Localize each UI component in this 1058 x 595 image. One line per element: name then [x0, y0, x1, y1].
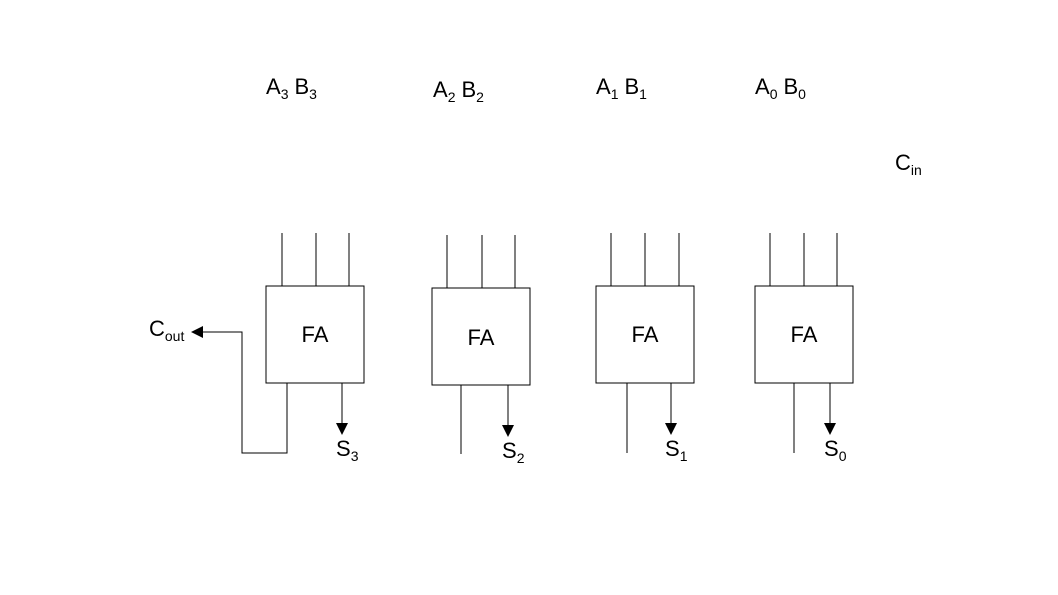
- b2-main: B: [461, 77, 477, 102]
- b2-sub: 2: [476, 89, 484, 105]
- a2-sub: 2: [447, 89, 456, 105]
- carry-out-wire: [191, 326, 288, 454]
- fa-3-label: FA: [301, 322, 329, 347]
- s2-main: S: [502, 438, 517, 463]
- cin-sub: in: [910, 162, 922, 178]
- b1-main: B: [624, 74, 640, 99]
- b3-main: B: [294, 74, 310, 99]
- a0-sub: 0: [769, 86, 778, 102]
- a2-main: A: [433, 77, 448, 102]
- fa-2-label: FA: [467, 325, 495, 350]
- carry-out-label: Cout: [149, 316, 184, 344]
- cin-main: C: [895, 150, 911, 175]
- fa-block-0: [754, 233, 854, 453]
- s3-main: S: [336, 436, 351, 461]
- b0-main: B: [783, 74, 799, 99]
- s1-sub: 1: [679, 448, 688, 464]
- sum-label-0: S0: [824, 436, 846, 464]
- b0-sub: 0: [798, 86, 806, 102]
- fa-block-3: [265, 233, 365, 435]
- fa-block-2: [431, 235, 531, 454]
- fa-2-box: [431, 287, 531, 386]
- s1-main: S: [665, 436, 680, 461]
- a0-main: A: [755, 74, 770, 99]
- cout-sub: out: [164, 328, 185, 344]
- s0-main: S: [824, 436, 839, 461]
- b3-sub: 3: [309, 86, 317, 102]
- sum-label-3: S3: [336, 436, 358, 464]
- a3-main: A: [266, 74, 281, 99]
- fa-1-label: FA: [631, 322, 659, 347]
- a1-main: A: [596, 74, 611, 99]
- fa-3-box: [265, 285, 365, 384]
- fa-0-label: FA: [790, 322, 818, 347]
- carry-in-label: Cin: [895, 150, 922, 178]
- s2-sub: 2: [516, 450, 525, 466]
- s0-sub: 0: [838, 448, 847, 464]
- s3-sub: 3: [350, 448, 359, 464]
- cout-main: C: [149, 316, 165, 341]
- sum-label-1: S1: [665, 436, 687, 464]
- sum-label-2: S2: [502, 438, 524, 466]
- fa-block-1: [595, 233, 695, 453]
- a3-sub: 3: [280, 86, 289, 102]
- a1-sub: 1: [610, 86, 619, 102]
- b1-sub: 1: [639, 86, 647, 102]
